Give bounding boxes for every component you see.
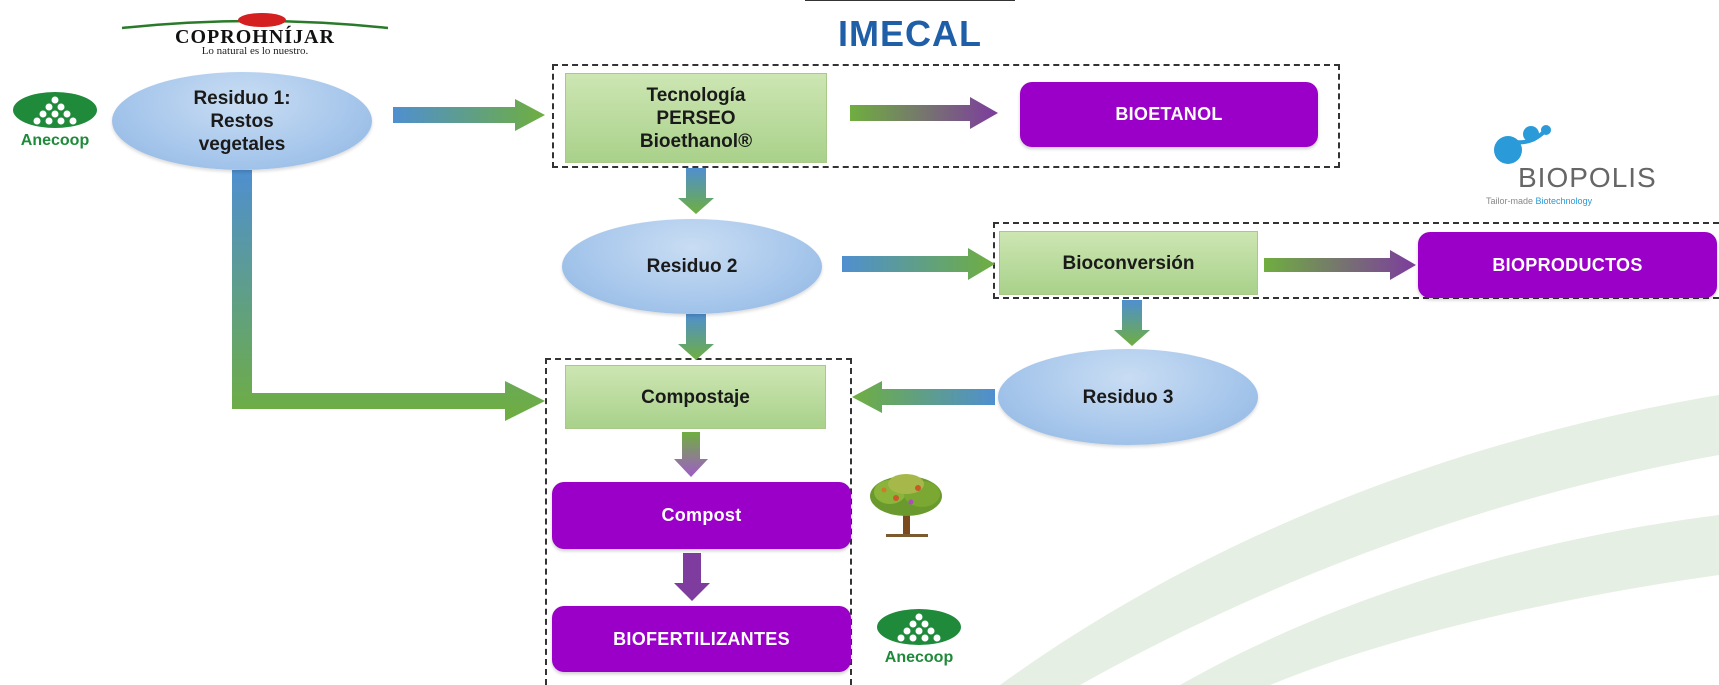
coprohnijar-name: COPROHNÍJAR [175, 26, 335, 48]
anecoop-logo-bottom: Anecoop [876, 607, 962, 669]
biopolis-tagline-b: Biotechnology [1535, 196, 1593, 206]
coprohnijar-tagline: Lo natural es lo nuestro. [201, 45, 309, 57]
biopolis-symbol-icon [1494, 125, 1551, 164]
arrow-perseo-to-residuo2 [678, 168, 714, 214]
biopolis-tagline: Tailor-made Biotechnology [1486, 196, 1592, 206]
arrow-bioconversion-to-residuo3 [1114, 300, 1150, 346]
bioconversion-group-box [993, 222, 1719, 299]
anecoop-emblem-icon [13, 92, 97, 128]
compost-group-box [545, 358, 852, 685]
node-biofertilizantes: BIOFERTILIZANTES [552, 606, 851, 672]
arrow-residuo1-to-compostaje [232, 170, 545, 421]
anecoop-name-bottom: Anecoop [884, 649, 954, 666]
node-compostaje: Compostaje [565, 365, 826, 429]
arrow-residuo2-to-compostaje [678, 314, 714, 360]
node-residuo2: Residuo 2 [562, 219, 822, 314]
perseo-group-box [552, 64, 1340, 168]
node-compost: Compost [552, 482, 851, 549]
anecoop-name-top: Anecoop [20, 132, 90, 149]
biopolis-logo: BIOPOLIS Tailor-made Biotechnology [1476, 118, 1656, 208]
anecoop-emblem-icon [877, 609, 961, 645]
coprohnijar-logo: COPROHNÍJAR Lo natural es lo nuestro. [112, 12, 398, 57]
arrow-compostaje-to-compost [674, 432, 708, 477]
node-perseo: Tecnología PERSEO Bioethanol® [565, 73, 827, 163]
biopolis-tagline-a: Tailor-made [1486, 196, 1536, 206]
arrow-residuo2-to-bioconversion [842, 248, 995, 280]
tree-icon [870, 474, 942, 537]
node-residuo1: Residuo 1: Restos vegetales [112, 72, 372, 170]
imecal-name: IMECAL [838, 13, 982, 54]
arrow-residuo1-to-perseo [393, 99, 545, 131]
node-residuo3: Residuo 3 [998, 349, 1258, 445]
imecal-logo: IMECAL [805, 0, 1015, 54]
biopolis-name: BIOPOLIS [1518, 162, 1657, 193]
arrow-perseo-to-bioetanol [850, 97, 998, 129]
node-bioetanol: BIOETANOL [1020, 82, 1318, 147]
arrow-bioconversion-to-bioproductos [1264, 250, 1416, 280]
arrow-residuo3-to-compostaje [852, 381, 995, 413]
node-bioconversion: Bioconversión [999, 231, 1258, 295]
node-bioproductos: BIOPRODUCTOS [1418, 232, 1717, 298]
anecoop-logo-top: Anecoop [12, 90, 98, 152]
arrow-compost-to-biofertilizantes [674, 553, 710, 601]
